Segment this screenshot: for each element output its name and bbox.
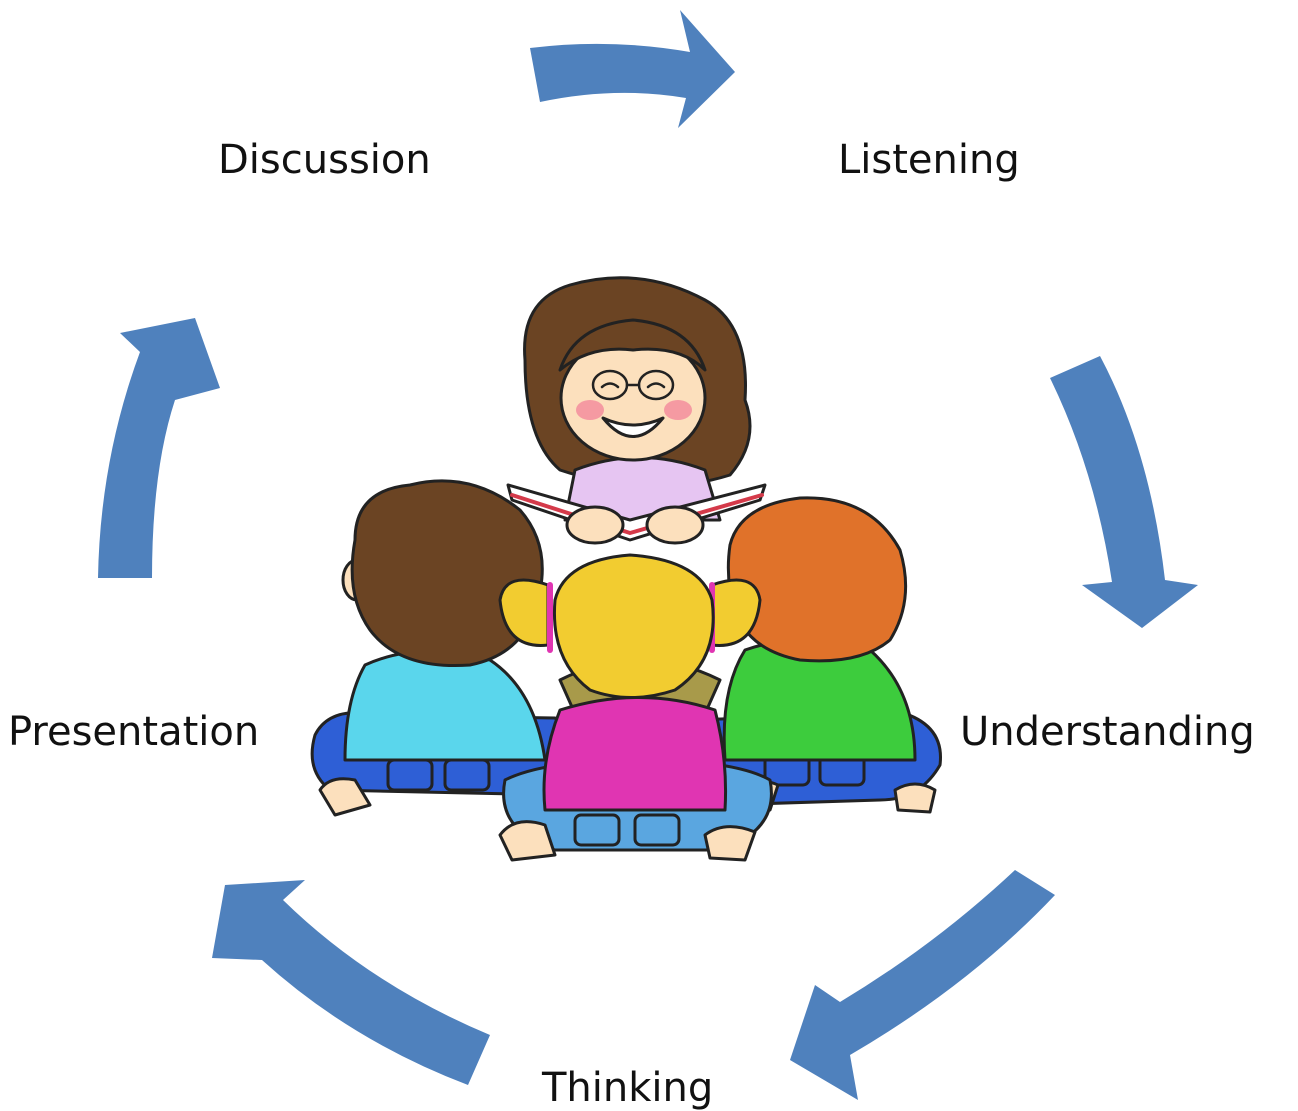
stage-label-understanding: Understanding	[960, 709, 1255, 755]
child-left-figure	[310, 479, 576, 817]
arrow-discussion-to-listening	[530, 10, 735, 128]
arrow-understanding-to-thinking	[790, 870, 1055, 1100]
child-right-figure	[693, 496, 942, 814]
stage-label-discussion: Discussion	[218, 137, 431, 183]
stage-label-listening: Listening	[838, 137, 1020, 183]
child-middle-figure	[498, 553, 773, 862]
teacher-figure	[506, 276, 767, 727]
arrow-listening-to-understanding	[1050, 356, 1198, 628]
stage-label-presentation: Presentation	[8, 709, 260, 755]
arrow-presentation-to-discussion	[98, 318, 220, 578]
stage-label-thinking: Thinking	[542, 1065, 714, 1111]
arrow-thinking-to-presentation	[212, 880, 490, 1085]
